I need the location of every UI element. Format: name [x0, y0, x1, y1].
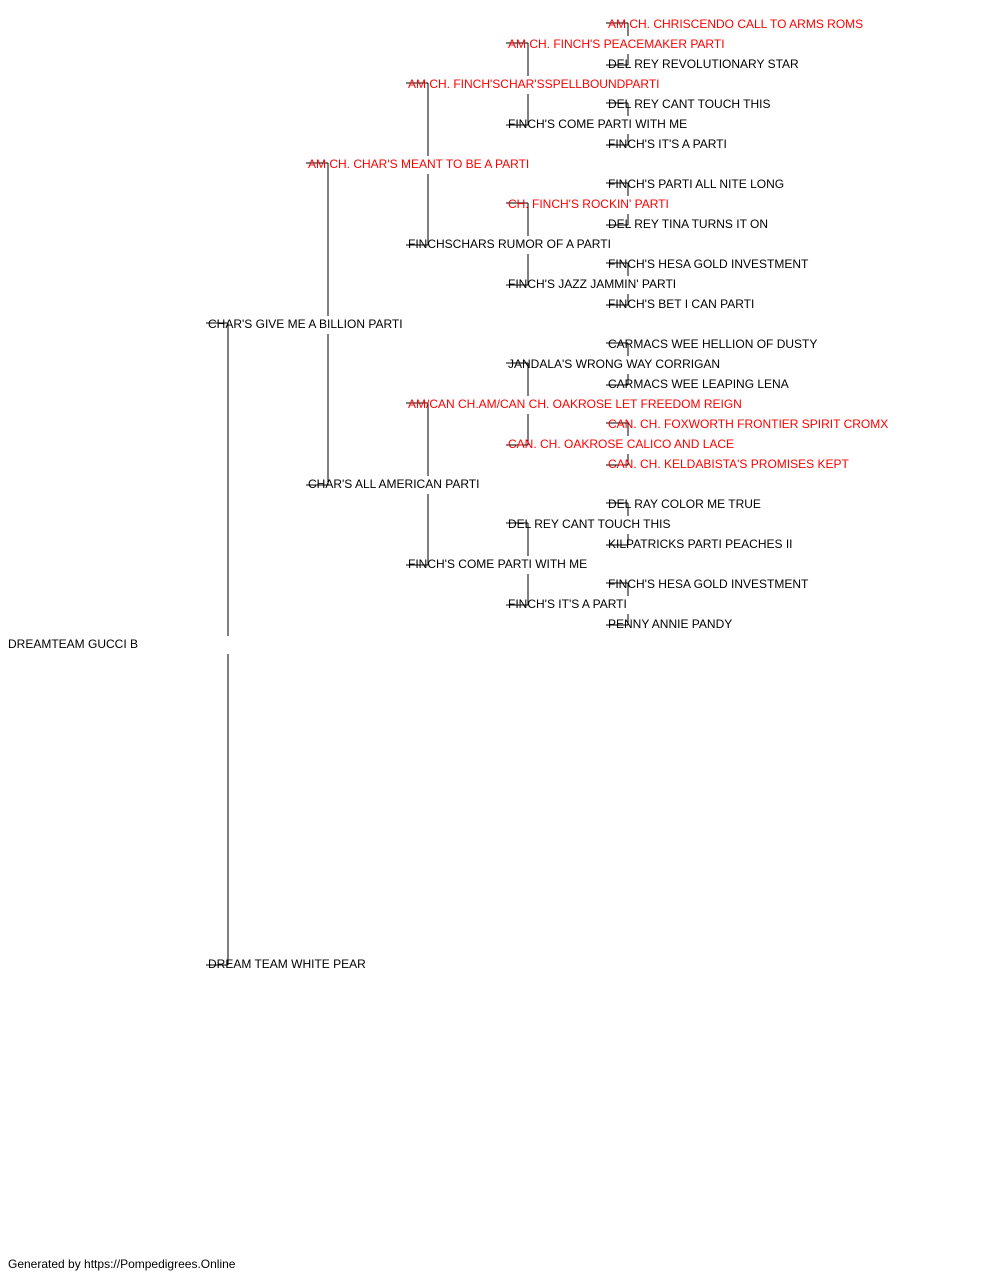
- pedigree-node-gen-5: CARMACS WEE HELLION OF DUSTY: [608, 337, 818, 351]
- pedigree-node-gen-4: FINCH'S IT'S A PARTI: [508, 597, 627, 611]
- pedigree-node-gen-5: FINCH'S HESA GOLD INVESTMENT: [608, 577, 809, 591]
- pedigree-node-gen-4: CH. FINCH'S ROCKIN' PARTI: [508, 197, 669, 211]
- pedigree-node-gen-5: DEL REY REVOLUTIONARY STAR: [608, 57, 799, 71]
- pedigree-node-gen-1: CHAR'S GIVE ME A BILLION PARTI: [208, 317, 403, 331]
- pedigree-node-gen-5: PENNY ANNIE PANDY: [608, 617, 733, 631]
- pedigree-node-gen-5: FINCH'S HESA GOLD INVESTMENT: [608, 257, 809, 271]
- pedigree-node-gen-4: CAN. CH. OAKROSE CALICO AND LACE: [508, 437, 735, 451]
- pedigree-node-gen-4: FINCH'S JAZZ JAMMIN' PARTI: [508, 277, 677, 291]
- footer-credit: Generated by https://Pompedigrees.Online: [8, 1257, 236, 1271]
- pedigree-node-gen-3: AM/CAN CH.AM/CAN CH. OAKROSE LET FREEDOM…: [408, 397, 742, 411]
- pedigree-node-gen-5: FINCH'S PARTI ALL NITE LONG: [608, 177, 785, 191]
- pedigree-node-gen-5: FINCH'S BET I CAN PARTI: [608, 297, 755, 311]
- pedigree-node-gen-0: DREAMTEAM GUCCI B: [8, 637, 139, 651]
- pedigree-node-gen-4: DEL REY CANT TOUCH THIS: [508, 517, 671, 531]
- pedigree-node-gen-1: DREAM TEAM WHITE PEAR: [208, 957, 366, 971]
- pedigree-node-gen-3: FINCHSCHARS RUMOR OF A PARTI: [408, 237, 611, 251]
- pedigree-node-gen-5: KILPATRICKS PARTI PEACHES II: [608, 537, 793, 551]
- pedigree-node-gen-4: JANDALA'S WRONG WAY CORRIGAN: [508, 357, 721, 371]
- pedigree-node-gen-4: AM CH. FINCH'S PEACEMAKER PARTI: [508, 37, 725, 51]
- pedigree-node-gen-5: CARMACS WEE LEAPING LENA: [608, 377, 789, 391]
- pedigree-node-gen-5: CAN. CH. FOXWORTH FRONTIER SPIRIT CROMX: [608, 417, 889, 431]
- pedigree-node-gen-3: FINCH'S COME PARTI WITH ME: [408, 557, 588, 571]
- pedigree-node-gen-5: CAN. CH. KELDABISTA'S PROMISES KEPT: [608, 457, 849, 471]
- pedigree-node-gen-5: DEL REY TINA TURNS IT ON: [608, 217, 769, 231]
- pedigree-node-gen-4: FINCH'S COME PARTI WITH ME: [508, 117, 688, 131]
- pedigree-node-gen-5: DEL REY CANT TOUCH THIS: [608, 97, 771, 111]
- pedigree-node-gen-5: FINCH'S IT'S A PARTI: [608, 137, 727, 151]
- pedigree-node-gen-2: AM CH. CHAR'S MEANT TO BE A PARTI: [308, 157, 530, 171]
- pedigree-node-gen-5: DEL RAY COLOR ME TRUE: [608, 497, 761, 511]
- pedigree-node-gen-3: AM CH. FINCH'SCHAR'SSPELLBOUNDPARTI: [408, 77, 660, 91]
- pedigree-node-gen-2: CHAR'S ALL AMERICAN PARTI: [308, 477, 480, 491]
- pedigree-node-gen-5: AM CH. CHRISCENDO CALL TO ARMS ROMS: [608, 17, 864, 31]
